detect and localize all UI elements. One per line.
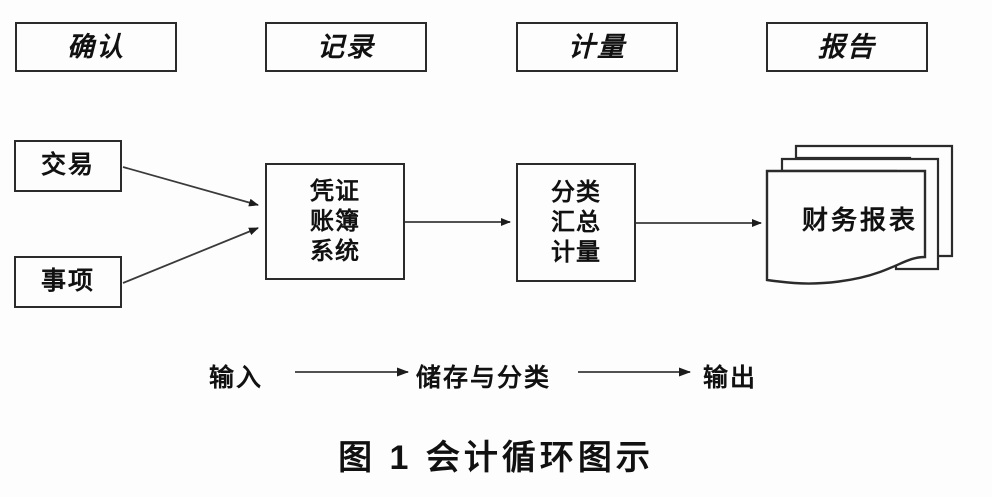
figure-caption: 图 1 会计循环图示 [338, 439, 654, 477]
process-line: 账簿 [310, 208, 360, 235]
legend-storage-label: 储存与分类 [416, 365, 552, 392]
source-label: 交易 [40, 151, 95, 179]
process-line: 凭证 [310, 178, 360, 205]
arrow-transaction-to-system [122, 166, 259, 207]
source-label: 事项 [40, 267, 95, 295]
legend-output-label: 输出 [703, 365, 758, 392]
financial-statements-label: 财务报表 [801, 206, 918, 235]
process-line: 汇总 [551, 209, 601, 236]
phase-box-report: 报告 [766, 22, 928, 72]
document-sheet-front [765, 169, 927, 285]
process-line: 分类 [551, 179, 601, 206]
phase-box-record: 记录 [265, 22, 427, 72]
phase-box-confirm: 确认 [15, 22, 177, 72]
phase-label: 确认 [67, 31, 125, 62]
document-stack-icon [765, 144, 954, 285]
phase-label: 报告 [818, 31, 876, 62]
financial-statements-stack [760, 138, 960, 298]
arrow-event-to-system [122, 227, 259, 284]
source-box-transaction: 交易 [14, 140, 122, 192]
process-box-voucher-ledger-system: 凭证 账簿 系统 [265, 163, 405, 280]
phase-label: 记录 [317, 31, 375, 62]
process-box-classify-summarize-measure: 分类 汇总 计量 [516, 163, 636, 282]
phase-label: 计量 [568, 31, 626, 62]
process-line: 计量 [551, 239, 601, 266]
process-line: 系统 [310, 238, 360, 265]
legend-input-label: 输入 [209, 365, 264, 392]
phase-box-measure: 计量 [516, 22, 678, 72]
source-box-event: 事项 [14, 256, 122, 308]
